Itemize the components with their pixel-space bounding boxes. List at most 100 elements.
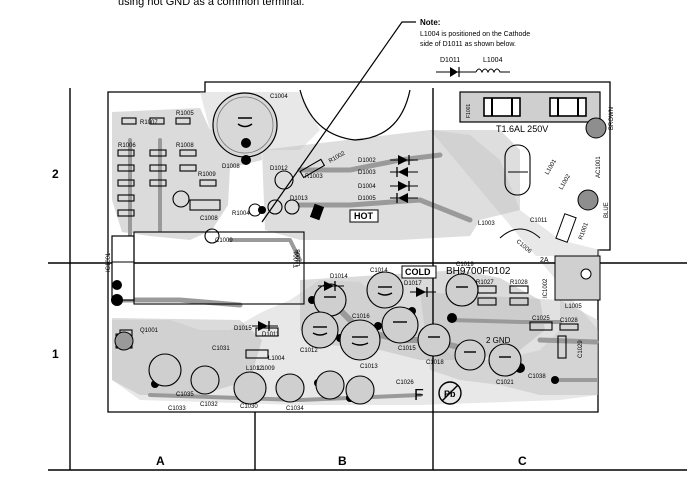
- label-l1004: L1004: [268, 356, 285, 362]
- wire-brown-label: BROWN: [609, 107, 615, 130]
- note-callout: Note: L1004 is positioned on the Cathode…: [261, 18, 530, 223]
- label-r1027: R1027: [476, 280, 494, 286]
- label-c1025: C1025: [532, 316, 550, 322]
- label-c1029: C1029: [578, 340, 584, 358]
- label-c1030: C1030: [240, 404, 258, 410]
- note-diode-label: D1011: [440, 57, 460, 64]
- capacitor-c1036: [315, 370, 345, 400]
- label-r1004: R1004: [232, 211, 250, 217]
- cold-diodes: [252, 281, 436, 331]
- hot-label-box: HOT: [349, 209, 379, 223]
- heatsink-outline: [299, 89, 411, 141]
- capacitor-c1004: C1004: [212, 92, 288, 158]
- svg-text:Pb: Pb: [444, 389, 456, 399]
- diode-d1002: D1002: [358, 155, 418, 165]
- f-mark: F: [414, 387, 424, 404]
- hot-small-components: R1005 R1006 R1007 R1008 R1009 D1008 C100…: [117, 111, 347, 244]
- grid-col-b: B: [338, 454, 347, 468]
- pb-free-logo-icon: Pb: [438, 381, 462, 405]
- fuse-rating: T1.6AL 250V: [496, 124, 548, 134]
- grid-col-a: A: [156, 454, 165, 468]
- ac-terminal-blue: BLUE: [577, 189, 610, 218]
- label-l1009: L1009: [258, 366, 275, 372]
- label-d1014: D1014: [330, 274, 348, 280]
- diode-d1003: D1003: [358, 167, 418, 177]
- ref-2a: 2A: [540, 257, 549, 264]
- label-d1012: D1012: [270, 166, 288, 172]
- label-c1016: C1016: [352, 314, 370, 320]
- label-c1026: C1026: [396, 380, 414, 386]
- label-c1033: C1033: [168, 406, 186, 412]
- label-c1008: C1008: [200, 216, 218, 222]
- fuse-ref: F1001: [466, 104, 472, 118]
- label-q1001: Q1001: [140, 328, 159, 334]
- note-coil-label: L1004: [483, 57, 503, 64]
- label-c1018: C1018: [426, 360, 444, 366]
- grid-row-2: 2: [52, 167, 59, 181]
- capacitor-c1030: C1030: [233, 371, 267, 410]
- label-d1017: D1017: [404, 281, 422, 287]
- cold-small-components: R1027 R1028 C1025 C1026 C1028 C1029 C103…: [114, 249, 584, 398]
- label-d1003: D1003: [358, 170, 376, 176]
- diode-symbol-icon: [436, 67, 476, 77]
- cold-label-box: COLD: [401, 265, 437, 279]
- capacitor-c1011: C1011: [530, 218, 548, 224]
- label-t1001: T1001: [294, 250, 300, 268]
- capacitor-c1032: C1032: [190, 365, 220, 408]
- note-title: Note:: [420, 18, 440, 27]
- label-r1003: R1003: [305, 174, 323, 180]
- label-ac1001: AC1001: [596, 156, 602, 178]
- label-ic1001: IC1001: [106, 252, 112, 272]
- hot-label: HOT: [354, 211, 374, 221]
- cold-label: COLD: [405, 267, 431, 277]
- bridge-diodes: D1002 D1003 D1004 D1005: [358, 155, 418, 203]
- capacitor-c1015: C1015: [381, 306, 419, 352]
- wire-blue-label: BLUE: [604, 202, 610, 218]
- coil-symbol-icon: [475, 68, 510, 74]
- diode-d1017: [410, 287, 436, 297]
- grid-col-c: C: [518, 454, 527, 468]
- label-c1021: C1021: [496, 380, 514, 386]
- label-r1028: R1028: [510, 280, 528, 286]
- label-l1008: L1008: [296, 249, 302, 266]
- label-r1009: R1009: [198, 172, 216, 178]
- label-c1038: C1038: [528, 374, 546, 380]
- label-d1004: D1004: [358, 184, 376, 190]
- ac-terminal-brown: BROWN: [585, 107, 615, 139]
- header-caption: using hot GND as a common terminal.: [118, 0, 304, 8]
- label-c1014: C1014: [370, 268, 388, 274]
- label-d1011: D1011: [262, 332, 280, 338]
- label-c1031: C1031: [212, 346, 230, 352]
- capacitor-c1021: C1021: [488, 343, 522, 386]
- note-line-1: L1004 is positioned on the Cathode: [420, 31, 530, 38]
- label-d1015: D1015: [234, 326, 252, 332]
- label-c1013: C1013: [360, 364, 378, 370]
- grid-row-1: 1: [52, 347, 59, 361]
- label-l1005: L1005: [565, 304, 582, 310]
- label-d1002: D1002: [358, 158, 376, 164]
- capacitor-c1019: C1019: [445, 262, 479, 307]
- label-c1004: C1004: [270, 94, 288, 100]
- capacitor-c1018: C1018: [417, 323, 451, 366]
- label-c1015: C1015: [398, 346, 416, 352]
- label-d1005: D1005: [358, 196, 376, 202]
- part-number: BH9700F0102: [446, 266, 511, 277]
- label-c1012: C1012: [300, 348, 318, 354]
- label-r1001: R1001: [578, 221, 590, 240]
- label-c1011: C1011: [530, 218, 548, 224]
- label-c1034: C1034: [286, 406, 304, 412]
- gnd-label: 2 GND: [486, 336, 511, 345]
- label-c1028: C1028: [560, 318, 578, 324]
- label-r1007: R1007: [140, 120, 158, 126]
- ic1002-regulator: IC1002: [543, 255, 601, 301]
- fuse-holder: T1.6AL 250V F1001: [459, 91, 601, 134]
- label-r1005: R1005: [176, 111, 194, 117]
- transformer-t1001: T1001: [133, 231, 305, 305]
- diode-d1014: [318, 281, 344, 291]
- label-c1019: C1019: [456, 262, 474, 268]
- label-l1003: L1003: [478, 221, 495, 227]
- cold-capacitors: C1014 C1016 C1012 C1013 C1015 C1018: [148, 262, 522, 412]
- capacitor-c1033: C1033: [148, 353, 186, 412]
